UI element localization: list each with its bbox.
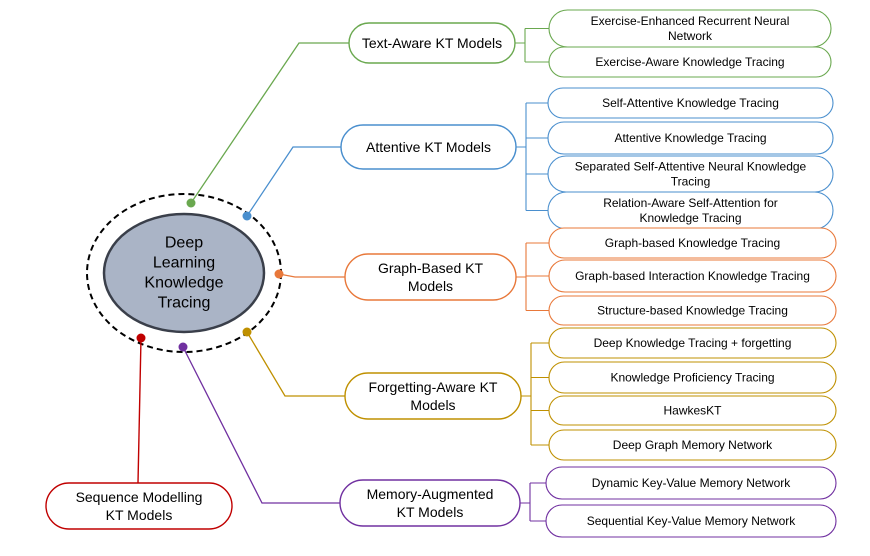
leaf-graph-based-interaction-knowledge-tracing (548, 259, 837, 293)
connector-memory-augmented (182, 346, 340, 504)
node-forgetting-aware-label: Models (410, 397, 455, 413)
bracket-text-aware (515, 27, 549, 63)
branch-attentive: Attentive KT Models Self-Attentive Knowle… (242, 87, 834, 230)
node-graph-based-label: Graph-Based KT (378, 260, 483, 276)
leaf-exercise-enhanced-recurrent-neural-network-label: Exercise-Enhanced Recurrent Neural (591, 14, 790, 28)
leaf-graph-based-knowledge-tracing-label: Graph-based Knowledge Tracing (605, 236, 780, 250)
leaf-deep-graph-memory-network (548, 429, 837, 461)
leaf-knowledge-proficiency-tracing (548, 361, 837, 394)
leaf-relation-aware-self-attention-for-knowledge-tracing-label: Relation-Aware Self-Attention for (603, 196, 778, 210)
leaf-dynamic-key-value-memory-network-label: Dynamic Key-Value Memory Network (592, 476, 791, 490)
leaf-exercise-enhanced-recurrent-neural-network-label: Network (668, 29, 713, 43)
branch-sequence-modelling: Sequence Modelling KT Models (45, 333, 233, 530)
connector-dot-memory-augmented (178, 342, 188, 352)
node-attentive (340, 124, 517, 170)
leaf-graph-based-interaction-knowledge-tracing-label: Graph-based Interaction Knowledge Tracin… (575, 269, 810, 283)
connector-text-aware (190, 42, 349, 204)
connector-dot-graph-based (274, 269, 284, 279)
leaf-deep-graph-memory-network-label: Deep Graph Memory Network (613, 438, 773, 452)
branch-forgetting-aware: Forgetting-Aware KT Models Deep Knowledge … (242, 327, 837, 461)
connector-sequence-modelling (137, 337, 142, 484)
bracket-attentive (516, 102, 548, 212)
node-memory-augmented-label: Memory-Augmented (367, 486, 494, 502)
bracket-forgetting-aware (521, 342, 549, 446)
leaf-graph-based-knowledge-tracing (548, 227, 837, 259)
leaf-deep-knowledge-tracing-forgetting-label: Deep Knowledge Tracing + forgetting (594, 336, 792, 350)
center-node-label: Knowledge (144, 275, 223, 292)
leaf-hawkeskt-label: HawkesKT (663, 404, 722, 418)
branch-graph-based: Graph-Based KT Models Graph-based Knowledg… (274, 227, 837, 326)
connector-attentive (246, 146, 341, 217)
leaf-sequential-key-value-memory-network (545, 504, 837, 538)
center-node-label: Tracing (158, 295, 211, 312)
node-memory-augmented-label: KT Models (397, 504, 464, 520)
node-sequence-modelling (45, 482, 233, 530)
connector-dot-text-aware (186, 198, 196, 208)
connector-dot-forgetting-aware (242, 327, 252, 337)
node-forgetting-aware (344, 372, 522, 420)
leaf-structure-based-knowledge-tracing-label: Structure-based Knowledge Tracing (597, 304, 788, 318)
branch-text-aware: Text-Aware KT Models Exercise-Enhanced Re… (186, 9, 832, 208)
leaf-relation-aware-self-attention-for-knowledge-tracing-label: Knowledge Tracing (639, 211, 741, 225)
node-forgetting-aware-label: Forgetting-Aware KT (369, 379, 498, 395)
node-attentive-label: Attentive KT Models (366, 139, 491, 155)
leaf-attentive-knowledge-tracing-label: Attentive Knowledge Tracing (614, 131, 766, 145)
branch-memory-augmented: Memory-Augmented KT Models Dynamic Key-Val… (178, 342, 837, 538)
node-text-aware (348, 22, 516, 64)
leaf-self-attentive-knowledge-tracing (547, 87, 834, 119)
node-graph-based-label: Models (408, 278, 453, 294)
node-sequence-modelling-label: KT Models (106, 507, 173, 523)
leaf-dynamic-key-value-memory-network (545, 466, 837, 500)
node-sequence-modelling-label: Sequence Modelling (76, 489, 203, 505)
center-node (102, 212, 266, 334)
leaf-sequential-key-value-memory-network-label: Sequential Key-Value Memory Network (587, 514, 797, 528)
node-graph-based (344, 253, 517, 301)
leaf-separated-self-attentive-neural-knowledge-tracing-label: Separated Self-Attentive Neural Knowledg… (575, 160, 807, 174)
leaf-separated-self-attentive-neural-knowledge-tracing-label: Tracing (671, 175, 711, 189)
leaf-structure-based-knowledge-tracing (548, 295, 837, 326)
bracket-graph-based (516, 242, 549, 312)
leaf-self-attentive-knowledge-tracing-label: Self-Attentive Knowledge Tracing (602, 96, 779, 110)
leaf-deep-knowledge-tracing-forgetting (548, 327, 837, 359)
center-node-label: Learning (153, 255, 215, 272)
leaf-exercise-aware-knowledge-tracing (548, 46, 832, 78)
leaf-knowledge-proficiency-tracing-label: Knowledge Proficiency Tracing (610, 371, 774, 385)
bracket-memory-augmented (520, 482, 546, 522)
node-text-aware-label: Text-Aware KT Models (362, 35, 502, 51)
node-memory-augmented (339, 479, 521, 527)
center-node-label: Deep (165, 235, 203, 252)
leaf-exercise-aware-knowledge-tracing-label: Exercise-Aware Knowledge Tracing (595, 55, 784, 69)
leaf-attentive-knowledge-tracing (547, 121, 834, 155)
connector-dot-sequence-modelling (136, 333, 146, 343)
connector-dot-attentive (242, 211, 252, 221)
connector-forgetting-aware (246, 331, 345, 397)
connector-graph-based (278, 273, 345, 278)
leaf-hawkeskt (548, 395, 837, 426)
